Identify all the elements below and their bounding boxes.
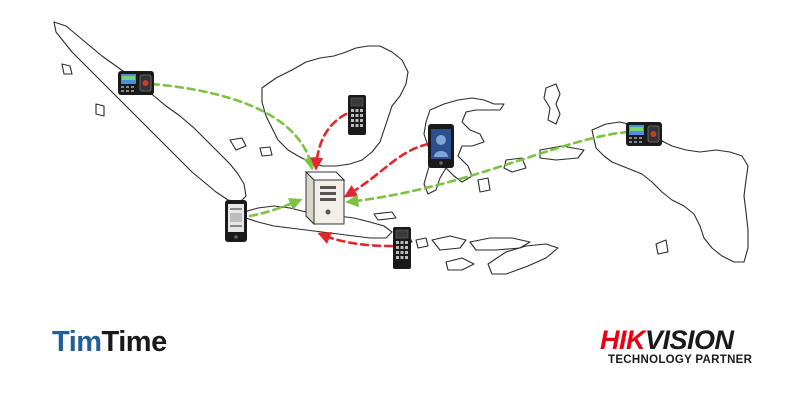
timor-outline (487, 243, 559, 275)
server-tower-icon (304, 170, 346, 226)
buru-outline (503, 157, 527, 173)
small-island-west-1 (61, 63, 73, 75)
link-sumatra-server (150, 82, 317, 171)
link-nusatenggara-server (317, 231, 394, 248)
island-outlines (53, 21, 749, 275)
hikvision-partner-logo: HIKVISION TECHNOLOGY PARTNER (600, 326, 770, 366)
face-recognition-terminal-icon (428, 124, 454, 168)
sumatra-outline (53, 21, 247, 203)
sumba-outline (445, 257, 475, 271)
fingerprint-terminal-icon (118, 71, 154, 95)
seram-outline (539, 145, 585, 161)
link-sulawesi-server (343, 142, 430, 198)
keypad-reader-icon (393, 227, 411, 269)
keypad-reader-icon (348, 95, 366, 135)
aru-islands-outline (655, 239, 669, 255)
connection-lines (150, 82, 630, 248)
hikvision-wordmark-part2: VISION (645, 325, 734, 355)
hikvision-wordmark: HIKVISION (600, 326, 770, 354)
face-recognition-terminal-icon (225, 200, 247, 242)
flores-outline (469, 237, 531, 251)
hikvision-tagline: TECHNOLOGY PARTNER (608, 354, 753, 366)
link-kalimantan-server (310, 112, 348, 171)
hikvision-wordmark-part1: HIK (600, 325, 646, 355)
timtime-logo-part1: Tim (52, 326, 102, 358)
kalimantan-outline (261, 45, 409, 167)
link-java-server (248, 198, 303, 218)
sulawesi-outline (423, 97, 505, 195)
buton-outline (477, 177, 491, 193)
belitung-outline (259, 146, 273, 157)
timtime-logo-part2: Time (101, 326, 168, 358)
timtime-logo: TimTime (52, 326, 167, 359)
link-papua-server (345, 130, 630, 208)
bangka-outline (229, 137, 247, 151)
sumbawa-outline (431, 235, 467, 251)
papua-outline (591, 121, 749, 263)
lombok-outline (415, 237, 429, 249)
small-island-west-2 (95, 103, 105, 117)
halmahera-outline (543, 83, 561, 125)
madura-outline (373, 211, 397, 221)
fingerprint-terminal-icon (626, 122, 662, 146)
